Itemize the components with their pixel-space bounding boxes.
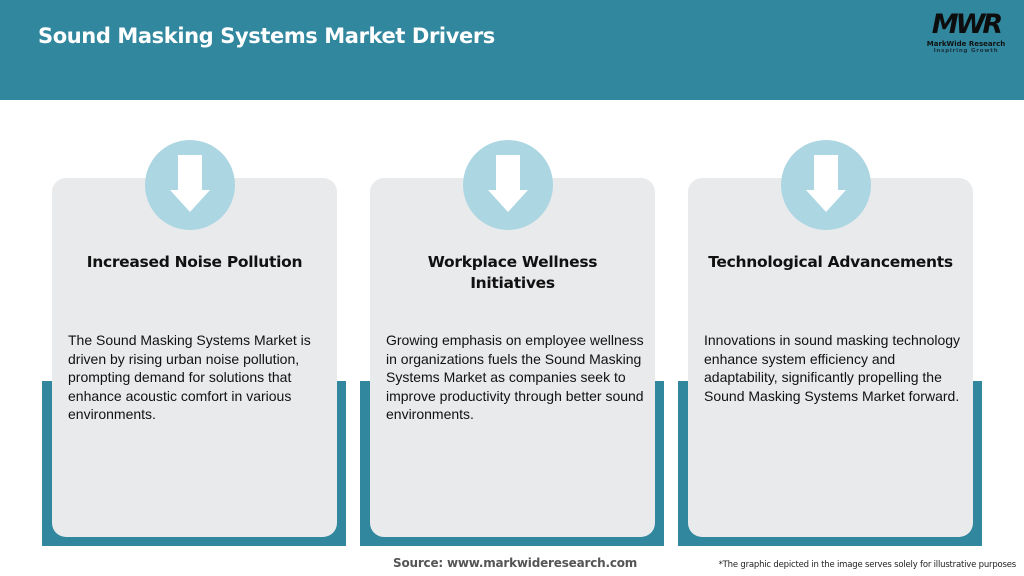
icon-circle — [145, 140, 235, 230]
arrow-down-icon — [806, 155, 846, 212]
header-banner: Sound Masking Systems Market Drivers MWR… — [0, 0, 1024, 100]
driver-description: Growing emphasis on employee wellness in… — [386, 332, 644, 422]
driver-title: Increased Noise Pollution — [86, 253, 303, 271]
driver-column-3: Technological Advancements Innovations i… — [678, 0, 983, 576]
page-title: Sound Masking Systems Market Drivers — [38, 24, 495, 48]
driver-column-1: Increased Noise Pollution The Sound Mask… — [42, 0, 347, 576]
icon-circle — [781, 140, 871, 230]
driver-description: The Sound Masking Systems Market is driv… — [68, 332, 311, 422]
icon-circle — [463, 140, 553, 230]
disclaimer-note: *The graphic depicted in the image serve… — [718, 560, 1017, 570]
driver-title: Workplace Wellness Initiatives — [427, 253, 598, 292]
driver-description: Innovations in sound masking technology … — [704, 332, 961, 404]
arrow-down-icon — [170, 155, 210, 212]
arrow-down-icon — [488, 155, 528, 212]
driver-column-2: Workplace Wellness Initiatives Growing e… — [360, 0, 665, 576]
driver-card — [52, 178, 337, 537]
logo-name: MarkWide Research — [926, 40, 1006, 48]
source-link[interactable]: Source: www.markwideresearch.com — [393, 556, 638, 570]
driver-title: Technological Advancements — [708, 253, 953, 271]
driver-card — [688, 178, 973, 537]
logo-tagline: Inspiring Growth — [933, 48, 999, 54]
driver-card — [370, 178, 655, 537]
logo-mark: MWR — [931, 9, 1003, 40]
markwide-research-logo: MWR MarkWide Research Inspiring Growth — [922, 10, 1010, 58]
